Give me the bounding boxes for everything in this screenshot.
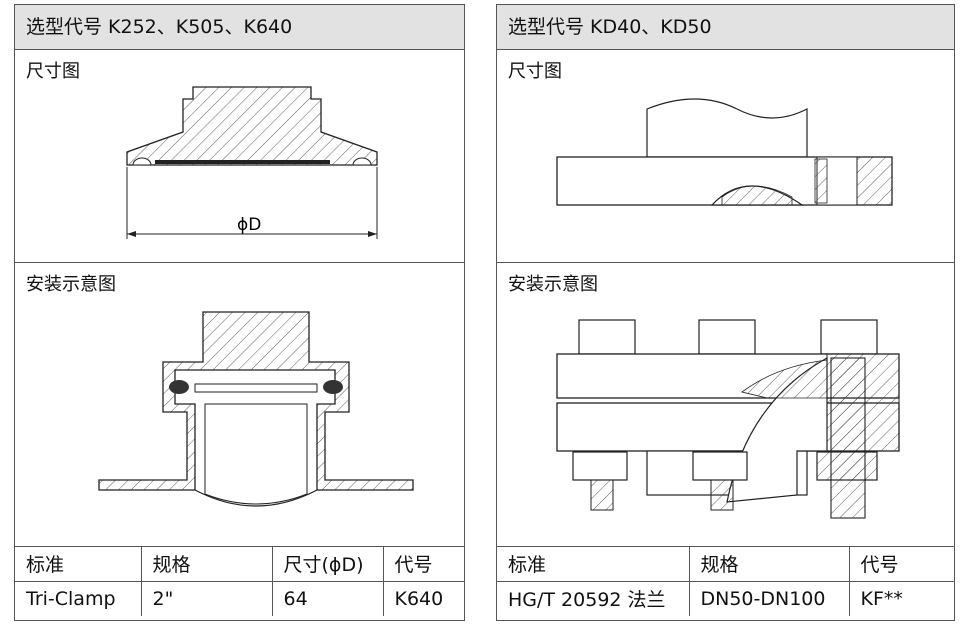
right-dimension-label: 尺寸图 (508, 61, 562, 82)
installed-clamp-section (98, 311, 414, 491)
table-row: Tri-Clamp 2" 64 K640 (15, 581, 464, 616)
table-header-cell: 代号 (383, 546, 464, 582)
dimension-symbol: ϕD (237, 215, 261, 235)
table-header-row: 标准 规格 尺寸(ϕD) 代号 (15, 546, 464, 582)
right-install-section: 安装示意图 (497, 262, 954, 547)
table-header-cell: 尺寸(ϕD) (272, 546, 384, 582)
table-cell: HG/T 20592 法兰 (497, 581, 690, 616)
right-panel-title: 选型代号 KD40、KD50 (497, 5, 954, 50)
bolt-section (830, 357, 866, 519)
left-product-panel: 选型代号 K252、K505、K640 ϕD 尺寸图 (14, 4, 465, 621)
left-install-section: 安装示意图 (15, 262, 464, 547)
table-cell: 64 (272, 581, 384, 616)
table-cell: KF** (860, 587, 903, 610)
gasket-line (155, 160, 330, 164)
right-dimension-drawing (556, 98, 893, 206)
left-panel-title: 选型代号 K252、K505、K640 (15, 5, 464, 50)
table-cell: 2" (141, 581, 273, 616)
left-dimension-label: 尺寸图 (26, 61, 80, 82)
right-install-drawing (556, 319, 900, 519)
table-header-cell: 规格 (141, 546, 273, 582)
o-ring-right (323, 380, 343, 394)
right-spec-table: 标准 规格 代号 HG/T 20592 法兰 DN50-DN100 KF** (497, 546, 954, 616)
table-cell: Tri-Clamp (15, 581, 142, 616)
table-header-cell: 标准 (497, 546, 690, 582)
left-spec-table: 标准 规格 尺寸(ϕD) 代号 Tri-Clamp 2" 64 K640 (15, 546, 464, 616)
left-install-label: 安装示意图 (26, 274, 116, 295)
table-header-cell: 代号 (849, 546, 954, 582)
table-row: HG/T 20592 法兰 DN50-DN100 KF** (497, 581, 954, 616)
left-dimension-drawing: ϕD (126, 86, 378, 239)
table-header-row: 标准 规格 代号 (497, 546, 954, 582)
o-ring-left (169, 380, 189, 394)
left-install-drawing (98, 311, 414, 507)
right-install-label: 安装示意图 (508, 274, 598, 295)
table-header-cell: 标准 (15, 546, 142, 582)
right-dimension-section: 尺寸图 (497, 49, 954, 263)
clamp-ferrule-section (126, 86, 378, 166)
right-product-panel: 选型代号 KD40、KD50 尺寸图 (496, 4, 955, 621)
table-cell: K640 (394, 587, 444, 610)
table-header-cell: 规格 (689, 546, 850, 582)
left-dimension-section: ϕD 尺寸图 (15, 49, 464, 263)
table-cell: DN50-DN100 (689, 581, 850, 616)
